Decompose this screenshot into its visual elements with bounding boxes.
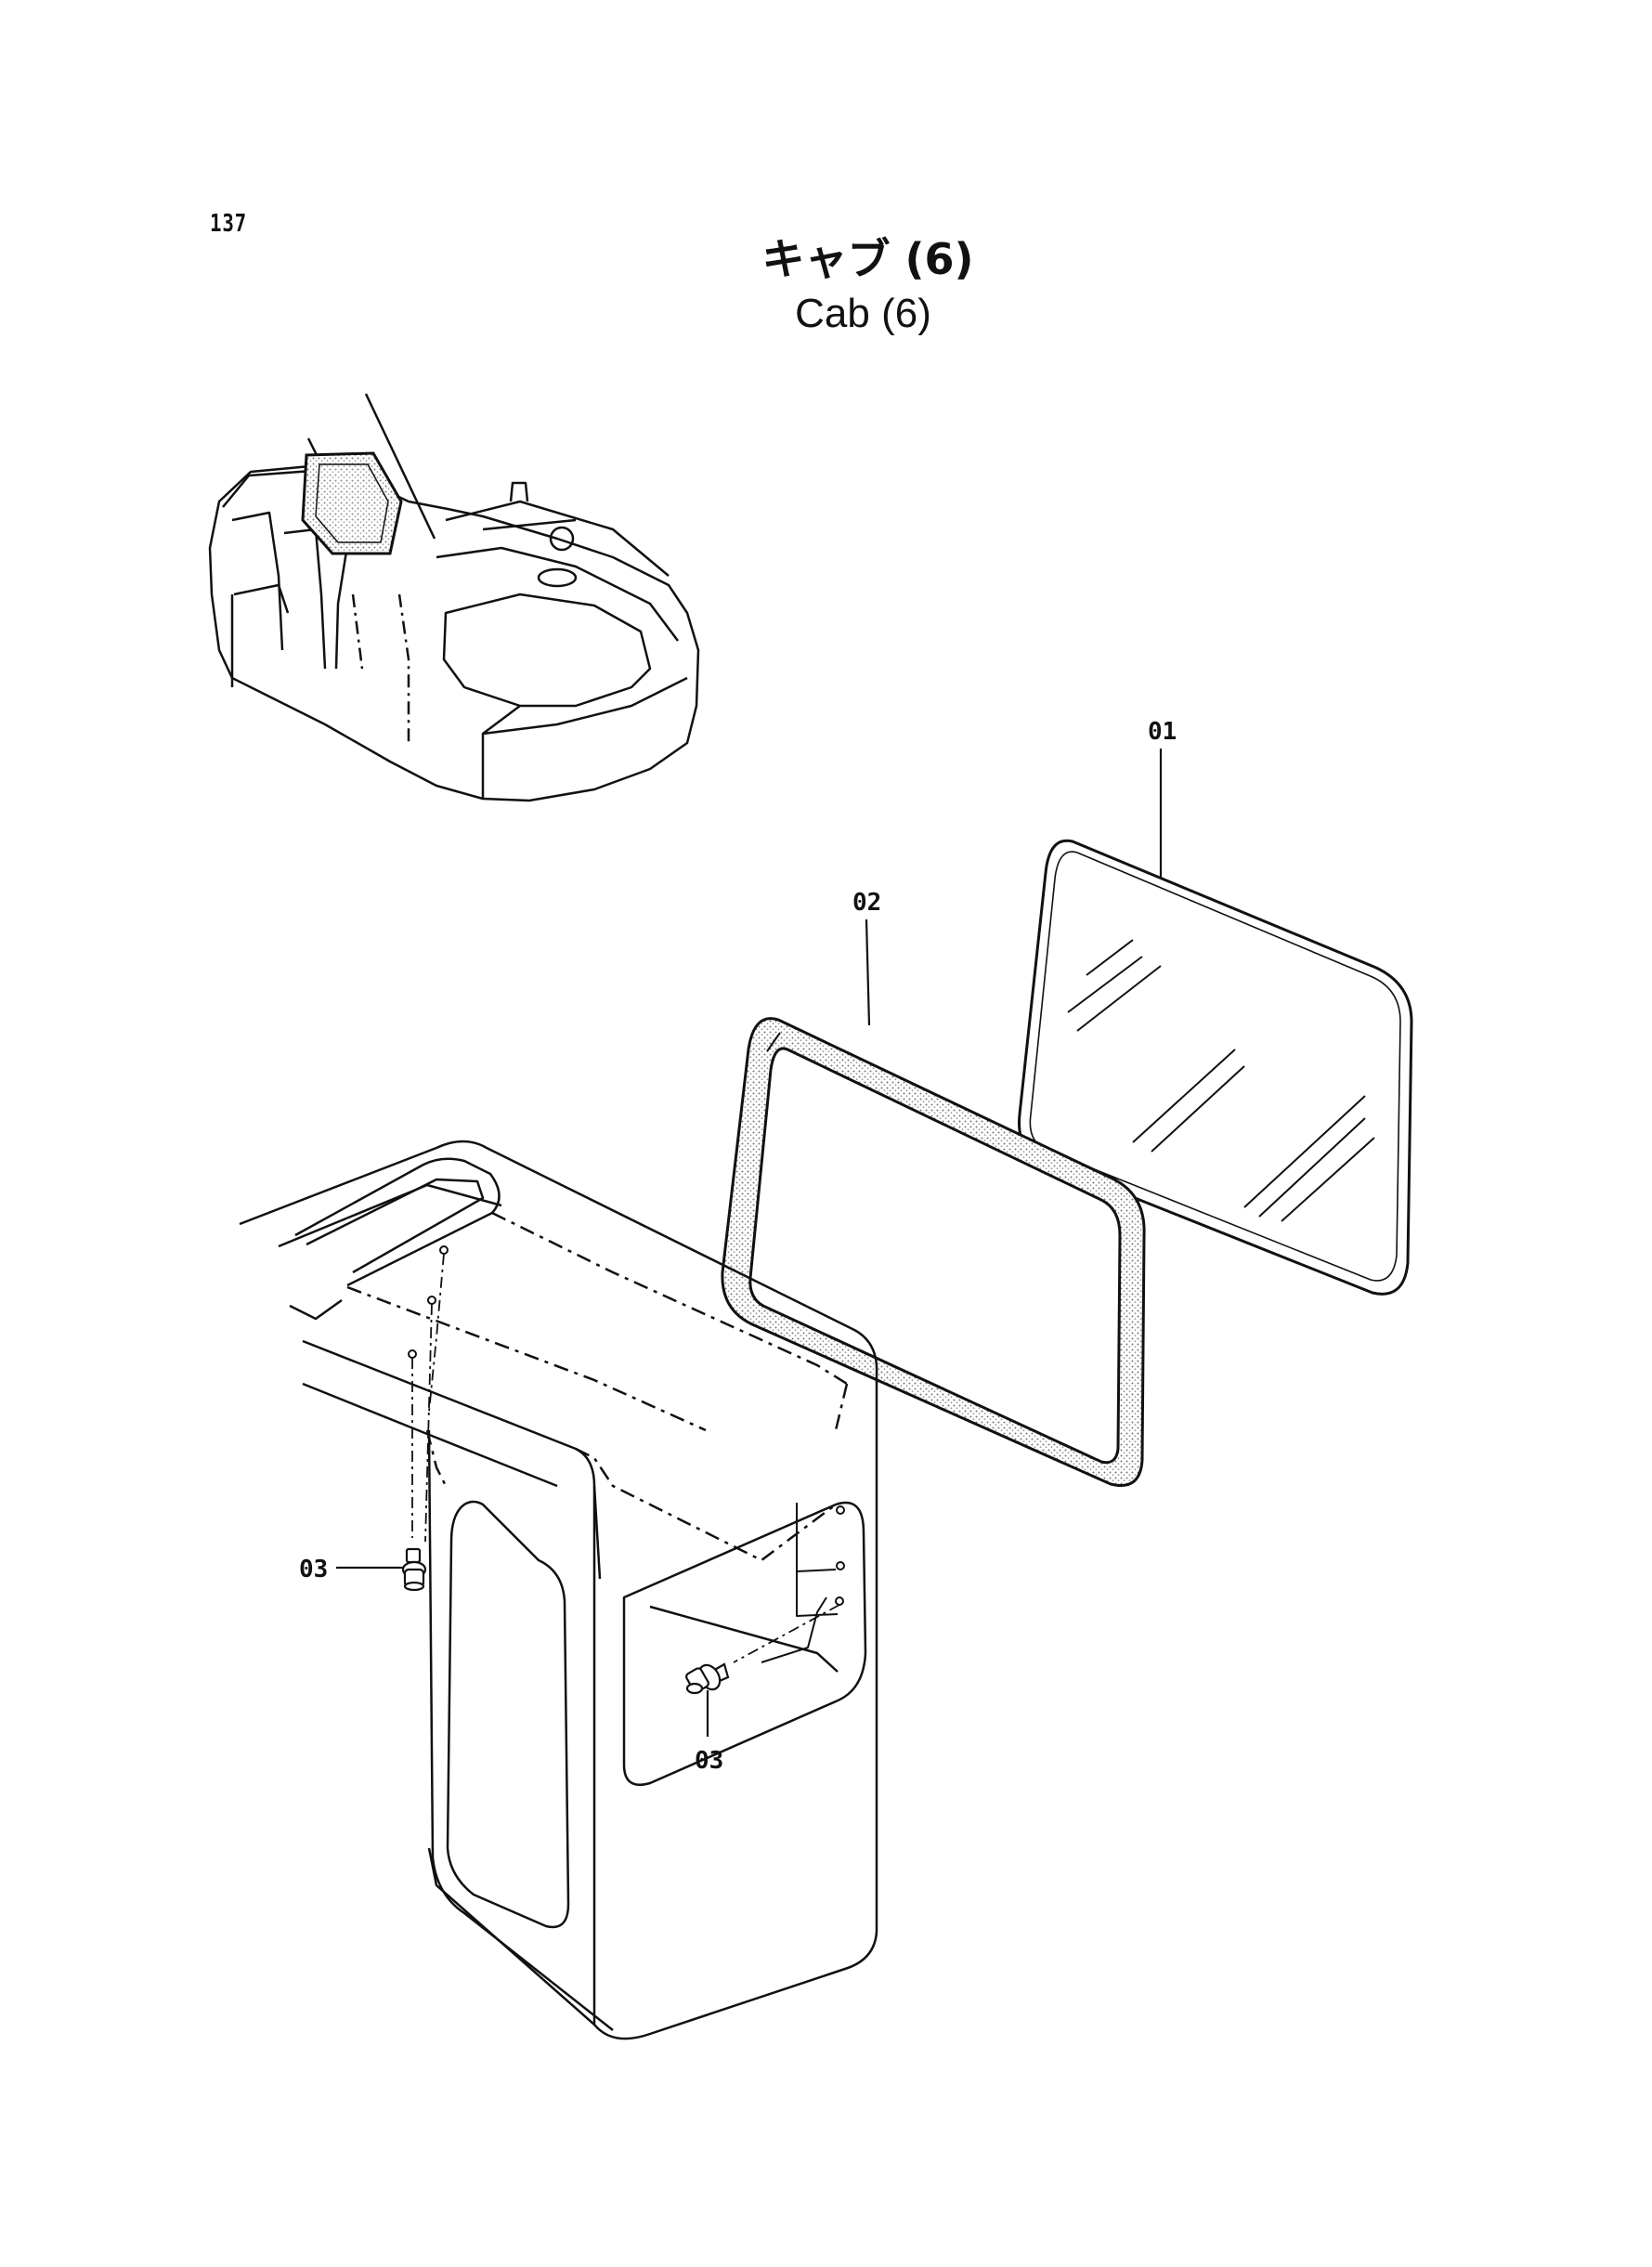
callout-01: 01 [1148,718,1177,746]
page-number: 137 [210,210,247,238]
overview-window-highlight [301,451,403,555]
callout-02: 02 [852,889,881,917]
rubber-seal [721,1017,1146,1487]
callout-leaders [336,749,1163,1737]
callout-03-bottom: 03 [695,1747,723,1775]
bolt-left [401,1547,427,1592]
title-english: Cab (6) [795,291,931,336]
bolt-bottom [685,1662,730,1695]
title-block: キャブ (6) Cab (6) [0,232,1652,342]
title-japanese: キャブ (6) [761,234,974,284]
callout-03-left: 03 [299,1556,328,1583]
glass-pane [1018,839,1413,1296]
excavator-overview [208,393,700,802]
cab-body [239,1140,878,2040]
